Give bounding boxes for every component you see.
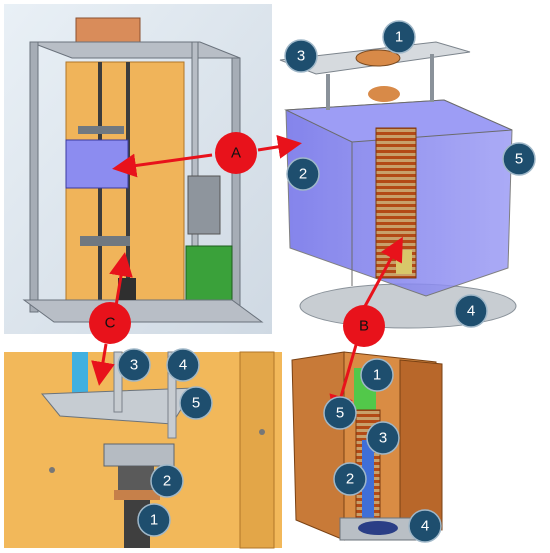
- letter-label-b: B: [343, 305, 385, 347]
- callout-bl-1: 1: [137, 503, 171, 537]
- post: [326, 74, 330, 110]
- coil-core: [396, 250, 412, 274]
- arrows: [91, 134, 403, 420]
- motor-coupling: [118, 466, 154, 490]
- callout-number: 3: [379, 430, 387, 447]
- callout-number: 4: [467, 303, 475, 320]
- callout-number: 2: [163, 473, 171, 490]
- callout-circle: [166, 348, 200, 382]
- callout-circle: [408, 509, 442, 543]
- callout-number: 3: [297, 48, 305, 65]
- arrow-b-up: [362, 236, 403, 309]
- screw: [259, 429, 265, 435]
- callout-tr-3: 3: [284, 39, 318, 73]
- callout-tr-2: 2: [286, 157, 320, 191]
- callout-br-2: 2: [333, 462, 367, 496]
- side-unit: [187, 175, 221, 235]
- letter-circle: [215, 132, 257, 174]
- mechanism-detail-view: [4, 351, 282, 549]
- callout-circle: [286, 157, 320, 191]
- arrow-c-down: [91, 343, 115, 386]
- top-block: [75, 17, 141, 45]
- callout-number: 3: [130, 357, 138, 374]
- callout-circle: [150, 464, 184, 498]
- callout-br-1: 1: [360, 358, 394, 392]
- callout-br-3: 3: [366, 421, 400, 455]
- callout-number: 5: [336, 405, 344, 422]
- callout-number: 2: [299, 166, 307, 183]
- callout-bl-5: 5: [179, 386, 213, 420]
- callout-number: 1: [150, 512, 158, 529]
- letter-text: C: [105, 315, 116, 332]
- letter-circle: [89, 302, 131, 344]
- callout-number: 5: [515, 151, 523, 168]
- blue-rod: [362, 440, 374, 520]
- post: [430, 54, 434, 102]
- box-left-wall: [291, 351, 345, 541]
- copper-disk: [114, 490, 160, 500]
- callout-circle: [137, 503, 171, 537]
- callout-tr-5: 5: [502, 142, 536, 176]
- letter-text: B: [359, 318, 369, 335]
- frame-leg-right: [231, 57, 241, 321]
- base-hole: [358, 521, 398, 535]
- callout-br-5: 5: [323, 396, 357, 430]
- clamp-block: [103, 443, 175, 467]
- letter-text: A: [231, 145, 241, 162]
- callout-br-4: 4: [408, 509, 442, 543]
- side-board: [239, 351, 275, 549]
- frame-leg-left: [29, 41, 39, 313]
- callout-bl-2: 2: [150, 464, 184, 498]
- callout-tr-1: 1: [382, 20, 416, 54]
- box-right-wall: [399, 359, 443, 531]
- callout-number: 4: [179, 357, 187, 374]
- mount-flange: [368, 86, 400, 102]
- arrow-a-left: [112, 153, 213, 178]
- screw: [49, 467, 55, 473]
- callout-number: 2: [346, 471, 354, 488]
- callout-circle: [333, 462, 367, 496]
- callout-circle: [179, 386, 213, 420]
- callout-number: 1: [395, 29, 403, 46]
- callout-bl-3: 3: [117, 348, 151, 382]
- callout-circle: [454, 294, 488, 328]
- callout-circle: [323, 396, 357, 430]
- callout-circle: [117, 348, 151, 382]
- arrow-a-right: [257, 134, 302, 159]
- callout-circle: [502, 142, 536, 176]
- callout-circle: [360, 358, 394, 392]
- chamber-small: [65, 139, 129, 189]
- green-module: [185, 245, 233, 303]
- callout-bl-4: 4: [166, 348, 200, 382]
- callout-circle: [366, 421, 400, 455]
- callout-number: 1: [373, 367, 381, 384]
- bracket-lower: [80, 236, 130, 246]
- callout-tr-4: 4: [454, 294, 488, 328]
- frame-base: [22, 299, 264, 323]
- letter-circle: [343, 305, 385, 347]
- letter-label-a: A: [215, 132, 257, 174]
- callout-number: 5: [192, 395, 200, 412]
- chamber-lid: [284, 99, 513, 143]
- arrow-c-up: [109, 252, 133, 307]
- letter-label-c: C: [89, 302, 131, 344]
- blue-rod: [72, 352, 88, 400]
- top-flange: [355, 49, 401, 67]
- bracket-upper: [78, 126, 124, 134]
- callout-number: 4: [421, 518, 429, 535]
- callout-circle: [284, 39, 318, 73]
- base-motor: [118, 278, 136, 300]
- callout-circle: [382, 20, 416, 54]
- rod: [167, 351, 177, 439]
